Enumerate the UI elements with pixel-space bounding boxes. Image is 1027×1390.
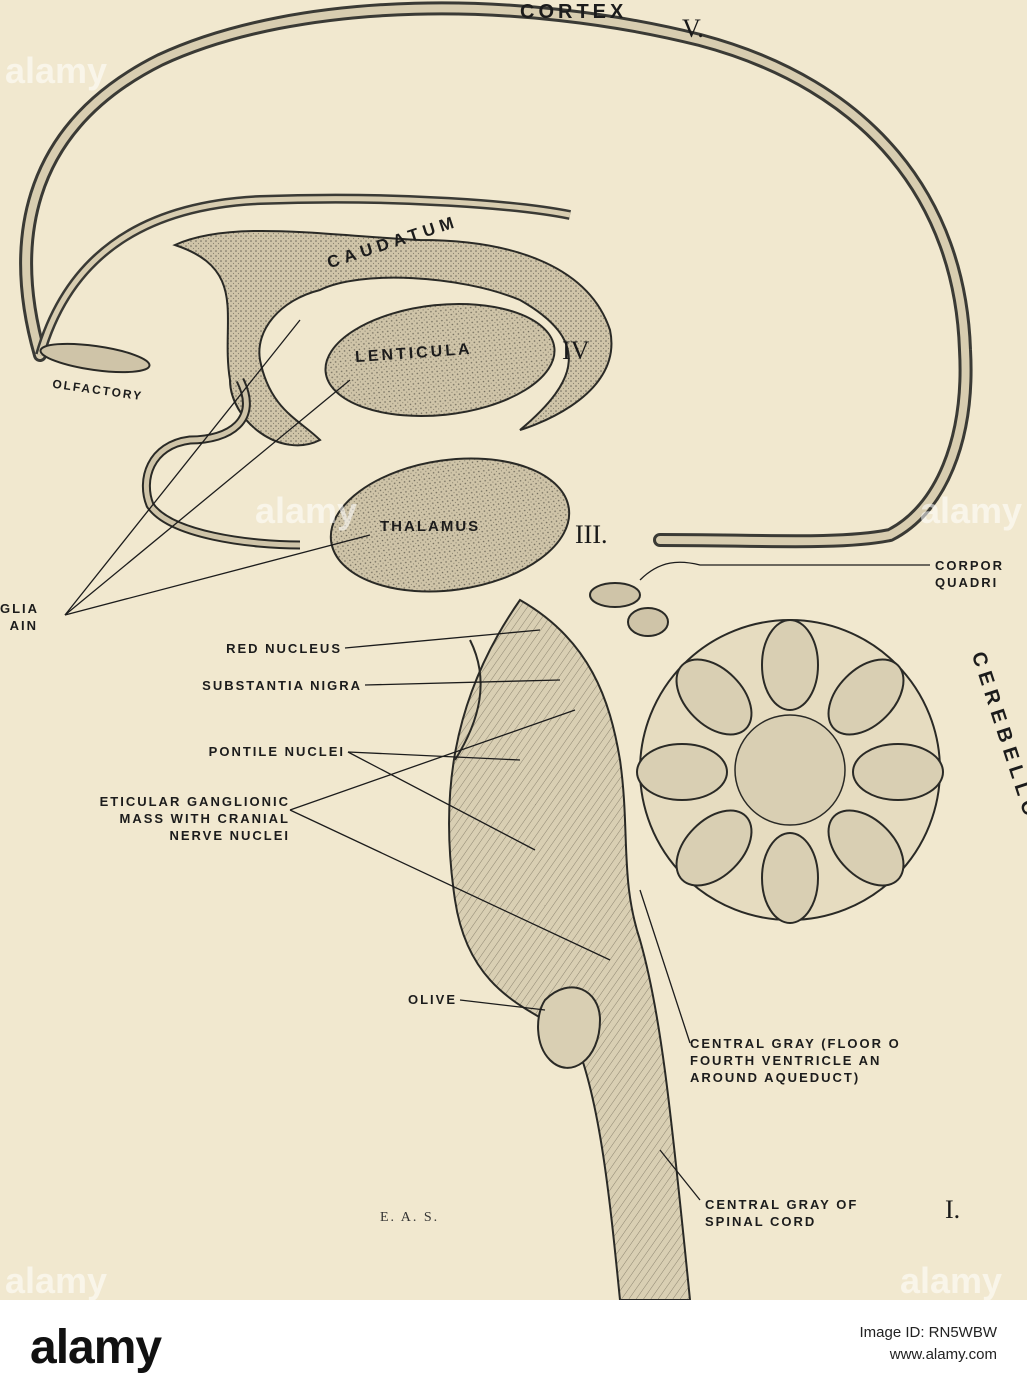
basal-ganglia-label-line1: GLIA [0,601,40,616]
olive-shape [537,986,602,1069]
red-nucleus-label: RED NUCLEUS [226,641,342,656]
watermark: alamy [255,490,358,531]
brain-diagram [19,1,973,1300]
lenticula-shape [324,302,556,418]
central-gray-label-line1: CENTRAL GRAY (FLOOR O [690,1036,901,1051]
corpora-label-line2: QUADRI [935,575,999,590]
central-gray-label-line2: FOURTH VENTRICLE AN [690,1053,882,1068]
watermark: alamy [920,490,1023,531]
caudatum-shape [172,229,613,447]
anatomical-figure: CORTEX V. CAUDATUM LENTICULA IV OLFACTOR… [0,0,1027,1300]
image-id: Image ID: RN5WBW [859,1324,997,1341]
leader-lines [64,319,930,1201]
stock-info: Image ID: RN5WBW www.alamy.com [859,1322,997,1366]
spinal-gray-label-line1: CENTRAL GRAY OF [705,1197,859,1212]
thalamus-label: THALAMUS [380,518,481,535]
reticular-label-line1: ETICULAR GANGLIONIC [99,794,290,809]
olive-label: OLIVE [407,992,457,1007]
level-v-label: V. [682,14,704,43]
cerebellum-shape [636,619,944,924]
thalamus-shape [329,457,571,593]
substantia-nigra-label: SUBSTANTIA NIGRA [202,678,362,693]
watermark: alamy [900,1260,1003,1300]
watermark: alamy [5,1260,108,1300]
stock-footer: alamy Image ID: RN5WBW www.alamy.com [0,1300,1027,1390]
level-iv-label: IV [562,336,590,365]
watermark: alamy [5,50,108,91]
olfactory-shape [39,342,151,374]
corpora-quadrigemina-shape [589,582,641,608]
alamy-logo[interactable]: alamy [30,1321,162,1374]
level-iii-label: III. [575,520,608,549]
corpora-label-line1: CORPOR [935,558,1005,573]
reticular-label-line3: NERVE NUCLEI [169,828,290,843]
central-gray-label-line3: AROUND AQUEDUCT) [690,1070,861,1085]
spinal-gray-label-line2: SPINAL CORD [705,1214,817,1229]
basal-ganglia-label-line2: AIN [9,618,38,633]
site-url[interactable]: www.alamy.com [889,1346,997,1363]
cortex-label: CORTEX [520,1,628,23]
engraver-signature: E. A. S. [380,1210,440,1225]
level-i-label: I. [945,1195,961,1224]
brainstem-shape [448,598,692,1300]
pontile-nuclei-label: PONTILE NUCLEI [208,744,345,759]
reticular-label-line2: MASS WITH CRANIAL [119,811,290,826]
